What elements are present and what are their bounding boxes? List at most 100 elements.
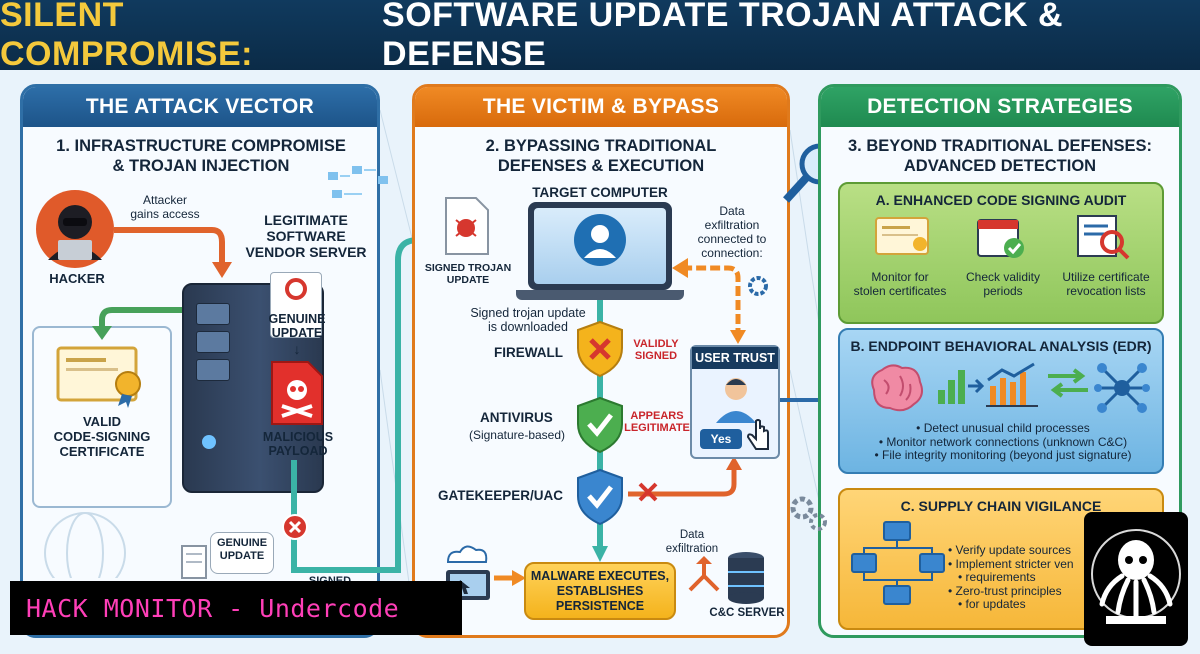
signed-trojan-line2: UPDATE: [446, 274, 490, 286]
genuine-update-line1: GENUINE: [268, 312, 326, 326]
gear-icon: [748, 276, 768, 296]
network-node-icon: [1094, 363, 1150, 413]
vendor-line3: VENDOR SERVER: [245, 244, 367, 260]
section-c-bullet: Verify update sources: [948, 543, 1098, 558]
attack-subtitle-line2: & TROJAN INJECTION: [112, 157, 290, 175]
malicious-line2: PAYLOAD: [268, 444, 328, 458]
panel-header-attack: THE ATTACK VECTOR: [23, 87, 377, 127]
section-a-item-2-line2: periods: [983, 284, 1023, 298]
user-profile-icon: [574, 214, 626, 266]
victim-subtitle: 2. BYPASSING TRADITIONAL DEFENSES & EXEC…: [430, 136, 772, 176]
section-b-bullets: Detect unusual child processes Monitor n…: [840, 421, 1166, 463]
downloaded-line1: Signed trojan update: [470, 306, 586, 320]
skull-doc-icon: [271, 361, 323, 425]
panel-header-detection: DETECTION STRATEGIES: [821, 87, 1179, 127]
section-a-item-2: Check validity periods: [956, 270, 1050, 298]
exfil-bottom-line1: Data: [679, 529, 705, 541]
section-b-title: B. ENDPOINT BEHAVIORAL ANALYSIS (EDR): [850, 338, 1152, 354]
title-accent: SILENT COMPROMISE:: [0, 0, 253, 73]
attack-subtitle: 1. INFRASTRUCTURE COMPROMISE & TROJAN IN…: [38, 136, 364, 176]
malicious-payload-label: MALICIOUS PAYLOAD: [256, 430, 340, 458]
exfil-split-arrow-icon: [688, 556, 720, 592]
server-slot: [196, 331, 230, 353]
server-slot: [196, 359, 230, 381]
attacker-note-line1: Attacker: [142, 193, 187, 207]
user-trust-title: USER TRUST: [692, 347, 778, 369]
server-light: [202, 435, 216, 449]
section-c-bullets: Verify update sources Implement stricter…: [948, 543, 1098, 612]
data-packets-icon: [328, 166, 388, 198]
supply-chain-flow-icon: [851, 521, 945, 605]
detection-subtitle-line1: 3. BEYOND TRADITIONAL DEFENSES:: [847, 137, 1153, 155]
antivirus-shield-icon: [577, 396, 623, 454]
laptop-base: [516, 290, 684, 300]
hack-monitor-watermark: HACK MONITOR - Undercode: [10, 581, 462, 635]
vendor-line1: LEGITIMATE: [264, 212, 348, 228]
analytics-chart-icon: [986, 362, 1038, 407]
section-a-title: A. ENHANCED CODE SIGNING AUDIT: [875, 192, 1127, 208]
green-return-arrow: [92, 307, 182, 340]
hacker-label: HACKER: [49, 271, 105, 286]
bubble-line2: UPDATE: [219, 550, 265, 562]
victim-subtitle-line1: 2. BYPASSING TRADITIONAL: [485, 137, 717, 155]
signed-trojan-label: SIGNED TROJAN UPDATE: [420, 262, 516, 286]
document-stack-icon: [181, 545, 207, 579]
user-trust-box: USER TRUST Yes: [690, 345, 780, 459]
gatekeeper-label: GATEKEEPER/UAC: [438, 488, 564, 503]
antivirus-note-line2: LEGITIMATE: [624, 422, 690, 434]
exfil-return-arrow: [672, 258, 746, 344]
yes-button[interactable]: Yes: [700, 429, 742, 449]
bubble-label: GENUINE UPDATE: [211, 537, 273, 563]
malicious-line1: MALICIOUS: [262, 430, 334, 444]
cert-line2: CODE-SIGNING: [53, 429, 151, 444]
target-computer-label: TARGET COMPUTER: [532, 185, 668, 200]
firewall-note: VALIDLY SIGNED: [626, 338, 686, 362]
exfil-bottom-note: Data exfiltration: [664, 528, 720, 556]
section-a-item-2-line1: Check validity: [965, 270, 1041, 284]
execute-arrow: [494, 570, 526, 586]
malware-line1: MALWARE EXECUTES,: [530, 568, 670, 583]
downloaded-note: Signed trojan update is downloaded: [448, 306, 608, 334]
section-c-bullet-continued: for updates: [948, 597, 1098, 612]
swap-arrows-icon: [1048, 368, 1088, 398]
section-b-bullet: File integrity monitoring (beyond just s…: [840, 448, 1166, 463]
antivirus-note-line1: APPEARS: [630, 410, 684, 422]
firewall-note-line2: SIGNED: [634, 350, 678, 362]
signed-trojan-doc-icon: [445, 197, 489, 255]
activity-bars-icon: [938, 370, 984, 404]
blocked-x-icon: [282, 514, 308, 540]
section-c-bullet: Zero-trust principles: [948, 584, 1098, 599]
section-a-item-3-line2: revocation lists: [1066, 284, 1146, 298]
malware-executes-box: MALWARE EXECUTES, ESTABLISHES PERSISTENC…: [524, 562, 676, 620]
certificate-icon: [875, 217, 929, 255]
hacker-icon: [36, 190, 114, 268]
firewall-label: FIREWALL: [494, 345, 563, 360]
detection-subtitle-line2: ADVANCED DETECTION: [903, 157, 1097, 175]
exfil-top-note: Data exfiltration connected to connectio…: [684, 204, 780, 260]
victim-subtitle-line2: DEFENSES & EXECUTION: [497, 157, 705, 175]
genuine-update-doc: [270, 272, 322, 338]
exfil-top-line1: Data: [719, 204, 745, 218]
gatekeeper-shield-icon: [577, 468, 623, 526]
section-b-bullet: Monitor network connections (unknown C&C…: [840, 435, 1166, 450]
calendar-check-icon: [977, 219, 1024, 258]
certificate-label: VALID CODE-SIGNING CERTIFICATE: [38, 414, 166, 459]
exfil-top-line3: connected to: [697, 232, 767, 246]
exfil-top-line2: exfiltration: [704, 218, 760, 232]
globe-icon: [44, 512, 126, 578]
cert-line1: VALID: [82, 414, 122, 429]
revocation-list-icon: [1077, 215, 1130, 260]
user-trust-arrow: [628, 456, 742, 502]
vendor-server-label: LEGITIMATE SOFTWARE VENDOR SERVER: [238, 212, 374, 260]
server-slot: [196, 303, 230, 325]
database-server-icon: [728, 552, 764, 604]
section-a-item-3: Utilize certificate revocation lists: [1050, 270, 1162, 298]
malware-line3: PERSISTENCE: [555, 598, 645, 613]
attacker-note: Attacker gains access: [120, 193, 210, 221]
certificate-icon: [56, 346, 141, 408]
cc-server-label: C&C SERVER: [709, 607, 785, 619]
section-a-item-1: Monitor for stolen certificates: [846, 270, 954, 298]
antivirus-note: APPEARS LEGITIMATE: [624, 410, 690, 434]
section-a-item-3-line1: Utilize certificate: [1062, 270, 1150, 284]
downloaded-line2: is downloaded: [488, 320, 568, 334]
